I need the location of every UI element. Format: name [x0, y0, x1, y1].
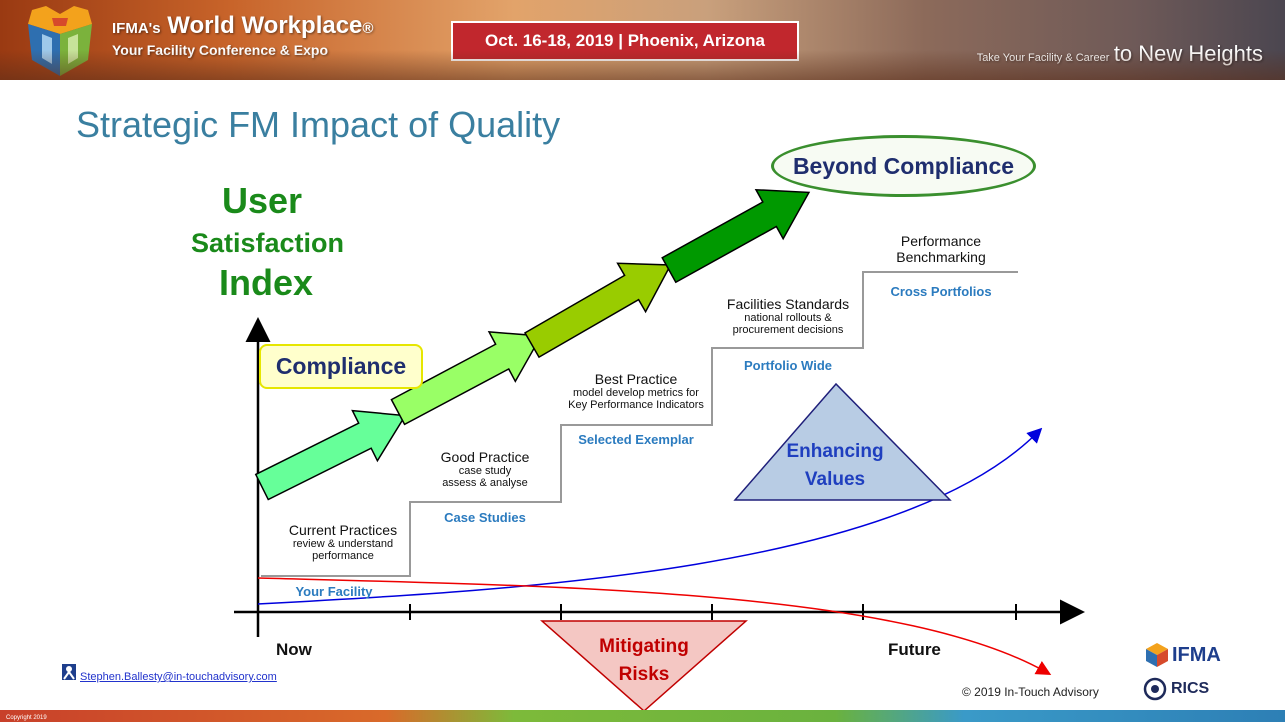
step-subtitle: performance: [312, 550, 374, 562]
brand-prefix: IFMA's: [112, 20, 161, 37]
step-tag-your-facility: Your Facility: [295, 584, 373, 599]
enhancing-values-line2: Values: [804, 469, 866, 490]
compliance-box: Compliance: [259, 344, 423, 389]
copyright-text: © 2019 In-Touch Advisory: [962, 685, 1099, 699]
step-title: Good Practice: [440, 449, 530, 465]
step-subtitle: procurement decisions: [732, 324, 844, 336]
ifma-logo-text: IFMA: [1172, 643, 1221, 666]
rics-emblem-icon: [1143, 677, 1167, 701]
enhancing-values-triangle: [733, 382, 952, 501]
step-best-practice: Best Practice model develop metrics for …: [556, 371, 716, 411]
enhancing-values-line1: Enhancing: [786, 441, 884, 462]
y-axis-label-user: User: [222, 180, 303, 221]
progress-arrow-4: [661, 188, 811, 284]
x-axis-start-label: Now: [276, 640, 312, 659]
step-tag-portfolio-wide: Portfolio Wide: [744, 358, 832, 373]
mitigating-risks-triangle: [540, 620, 748, 713]
step-subtitle: review & understand: [292, 538, 394, 550]
person-icon: [62, 664, 76, 680]
mitigating-curve: [257, 577, 1052, 675]
step-performance-benchmarking: Performance Benchmarking: [866, 233, 1016, 265]
progress-arrow-1: [254, 409, 407, 501]
x-axis-end-label: Future: [888, 640, 941, 659]
step-title: Facilities Standards: [726, 296, 850, 312]
step-subtitle: national rollouts &: [744, 312, 832, 324]
ifma-cube-icon: [1146, 643, 1168, 667]
enhancing-curve: [257, 427, 1043, 605]
mitigating-risks-line2: Risks: [618, 664, 670, 685]
step-subtitle: Benchmarking: [896, 249, 986, 265]
y-axis-label-index: Index: [219, 262, 314, 303]
beyond-compliance-ellipse: Beyond Compliance: [771, 135, 1036, 197]
step-subtitle: model develop metrics for: [573, 387, 699, 399]
step-subtitle: Key Performance Indicators: [568, 399, 704, 411]
step-tag-cross-portfolios: Cross Portfolios: [890, 284, 992, 299]
conference-banner: IFMA's World Workplace® Your Facility Co…: [0, 0, 1285, 80]
step-title: Best Practice: [594, 371, 678, 387]
step-title: Current Practices: [288, 522, 398, 538]
progress-arrow-2: [390, 331, 543, 426]
progress-arrow-3: [523, 262, 672, 359]
y-axis-label-satisfaction: Satisfaction: [191, 228, 345, 258]
mitigating-risks-line1: Mitigating: [599, 636, 689, 657]
brand-reg: ®: [362, 20, 374, 37]
step-tag-selected-exemplar: Selected Exemplar: [578, 432, 694, 447]
rics-logo-text: RICS: [1171, 680, 1210, 697]
footer-strip: Copyright 2019: [0, 710, 1285, 722]
step-current-practices: Current Practices review & understand pe…: [268, 522, 418, 562]
step-good-practice: Good Practice case study assess & analys…: [410, 449, 560, 489]
step-subtitle: assess & analyse: [442, 477, 528, 489]
rics-logo: RICS: [1143, 674, 1253, 704]
step-subtitle: case study: [458, 465, 512, 477]
mitigating-risks-label: Mitigating Risks: [569, 633, 719, 689]
step-facilities-standards: Facilities Standards national rollouts &…: [710, 296, 866, 336]
ifma-logo: IFMA: [1146, 640, 1256, 670]
step-title: Performance: [900, 233, 982, 249]
brand-name: World Workplace: [167, 12, 363, 39]
footer-note: Copyright 2019: [6, 715, 47, 721]
brand-title: IFMA's World Workplace®: [112, 12, 373, 40]
staircase-line: [261, 271, 1018, 577]
x-axis-ticks: [409, 604, 1017, 620]
contact-email-link[interactable]: Stephen.Ballesty@in-touchadvisory.com: [80, 671, 277, 683]
step-tag-case-studies: Case Studies: [444, 510, 526, 525]
enhancing-values-label: Enhancing Values: [760, 438, 910, 494]
slide-title: Strategic FM Impact of Quality: [76, 104, 561, 145]
